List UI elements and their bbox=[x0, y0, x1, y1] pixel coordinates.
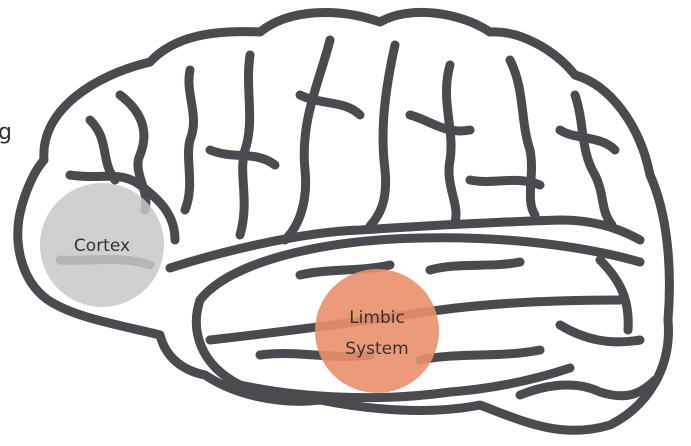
limbic-label-line2: System bbox=[345, 339, 408, 359]
cortex-label: Cortex bbox=[74, 236, 130, 256]
limbic-label-line1: Limbic bbox=[349, 308, 405, 328]
limbic-system-region bbox=[315, 269, 439, 393]
